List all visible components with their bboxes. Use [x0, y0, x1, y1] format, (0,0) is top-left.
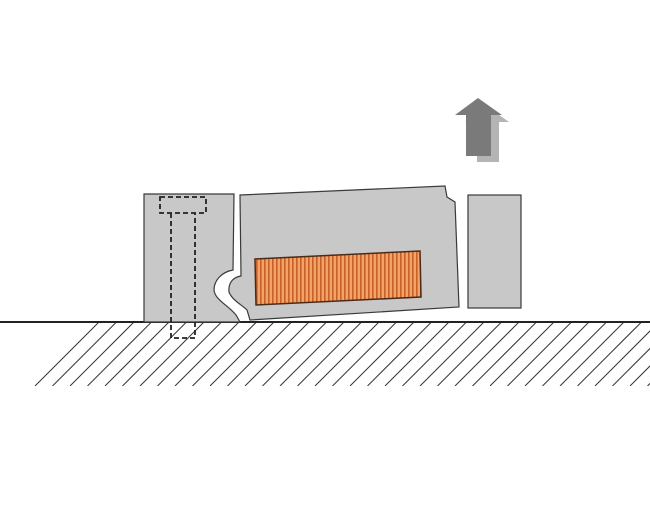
hatch-line [227, 322, 292, 386]
hatch-line [524, 322, 590, 386]
hatch-line [297, 322, 362, 386]
hatch-line [244, 322, 310, 386]
hatch-line [52, 322, 117, 386]
dashed-bolt [159, 196, 207, 339]
hatch-line [209, 322, 275, 386]
hatch-line [174, 322, 240, 386]
hatch-line [367, 322, 432, 386]
hatch-line [34, 322, 100, 386]
hatch-line [629, 365, 650, 386]
hatch-line [192, 322, 257, 386]
hatch-line [542, 322, 607, 386]
hatch-line [577, 322, 642, 386]
hatch-line [559, 322, 625, 386]
hatch-line [594, 330, 650, 386]
left-block [143, 193, 242, 323]
ground-hatching [34, 322, 650, 386]
hatch-line [437, 322, 502, 386]
hatch-line [332, 322, 397, 386]
hatch-line [314, 322, 380, 386]
hatch-line [157, 322, 222, 386]
hatch-line [349, 322, 415, 386]
hatch-line [612, 347, 650, 386]
hatch-line [419, 322, 485, 386]
hatch-line [87, 322, 152, 386]
hatch-line [262, 322, 327, 386]
hatch-line [279, 322, 345, 386]
hatch-line [384, 322, 450, 386]
arrow-up-icon [455, 98, 509, 162]
hatch-line [489, 322, 555, 386]
striped-element [254, 250, 422, 306]
hatch-line [454, 322, 520, 386]
hatch-line [402, 322, 467, 386]
hatch-line [122, 322, 187, 386]
hatch-line [139, 322, 205, 386]
hatch-line [69, 322, 135, 386]
right-block [467, 194, 522, 309]
hatch-line [507, 322, 572, 386]
hatch-line [104, 322, 170, 386]
hatch-line [472, 322, 537, 386]
